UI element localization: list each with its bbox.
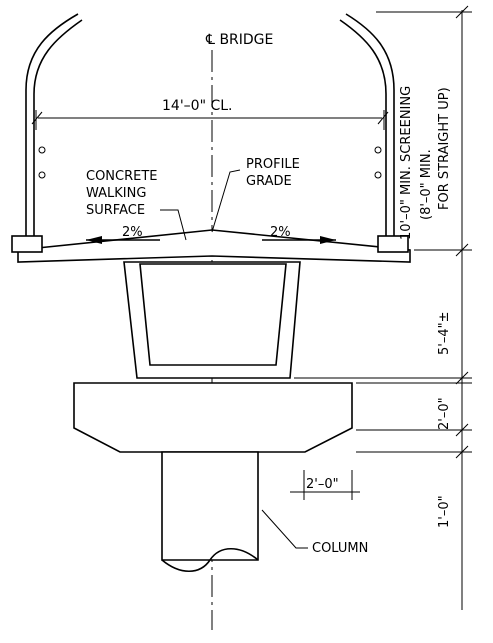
clear-width-label: 14'–0" CL. bbox=[162, 98, 233, 114]
pier-cap bbox=[73, 382, 353, 453]
slope-right-label: 2% bbox=[270, 225, 291, 240]
screen-right bbox=[345, 13, 395, 236]
screen-right-post-2 bbox=[374, 171, 382, 179]
slope-arrow-left-head bbox=[86, 236, 102, 244]
cap-depth-label: 2'–0" bbox=[437, 397, 452, 430]
cap-overhang-label: 2'–0" bbox=[306, 477, 339, 492]
column bbox=[161, 451, 259, 561]
screen-right-inner bbox=[339, 19, 387, 236]
dim-tick-3 bbox=[455, 371, 469, 385]
screen-right-post-1 bbox=[374, 146, 382, 154]
box-girder bbox=[123, 261, 301, 379]
profile-label-2: GRADE bbox=[246, 174, 292, 189]
dim-tick-1 bbox=[455, 5, 469, 19]
curb-left bbox=[11, 235, 43, 253]
screening-label-1: 10'–0" MIN. SCREENING bbox=[399, 86, 414, 240]
profile-label-1: PROFILE bbox=[246, 157, 300, 172]
screen-left-post-2 bbox=[38, 171, 46, 179]
dim-tick-4 bbox=[455, 423, 469, 437]
girder-depth-label: 5'–4"± bbox=[437, 312, 452, 356]
girder-void bbox=[139, 263, 287, 366]
column-label: COLUMN bbox=[312, 541, 368, 556]
slope-arrow-right-head bbox=[320, 236, 336, 244]
screening-label-2: (8'–0" MIN. bbox=[419, 149, 434, 220]
curb-right bbox=[377, 235, 409, 253]
concrete-label-3: SURFACE bbox=[86, 203, 145, 218]
profile-leader bbox=[211, 169, 241, 233]
concrete-leader bbox=[160, 209, 187, 241]
concrete-label-2: WALKING bbox=[86, 186, 146, 201]
centerline-label: ℄ BRIDGE bbox=[205, 32, 273, 48]
deck-slab bbox=[17, 229, 411, 263]
screen-left-post-1 bbox=[38, 146, 46, 154]
concrete-label-1: CONCRETE bbox=[86, 169, 158, 184]
slope-left-label: 2% bbox=[122, 225, 143, 240]
screen-left bbox=[25, 13, 79, 236]
dim-tick-5 bbox=[455, 445, 469, 459]
column-break bbox=[161, 547, 259, 573]
dim-tick-2 bbox=[455, 243, 469, 257]
clear-dim-tick-left bbox=[31, 111, 43, 125]
column-embed-label: 1'–0" bbox=[437, 495, 452, 528]
screening-label-3: FOR STRAIGHT UP) bbox=[437, 87, 452, 210]
screen-left-inner bbox=[33, 19, 83, 236]
clear-dim-tick-right bbox=[377, 111, 389, 125]
column-leader bbox=[261, 509, 308, 549]
